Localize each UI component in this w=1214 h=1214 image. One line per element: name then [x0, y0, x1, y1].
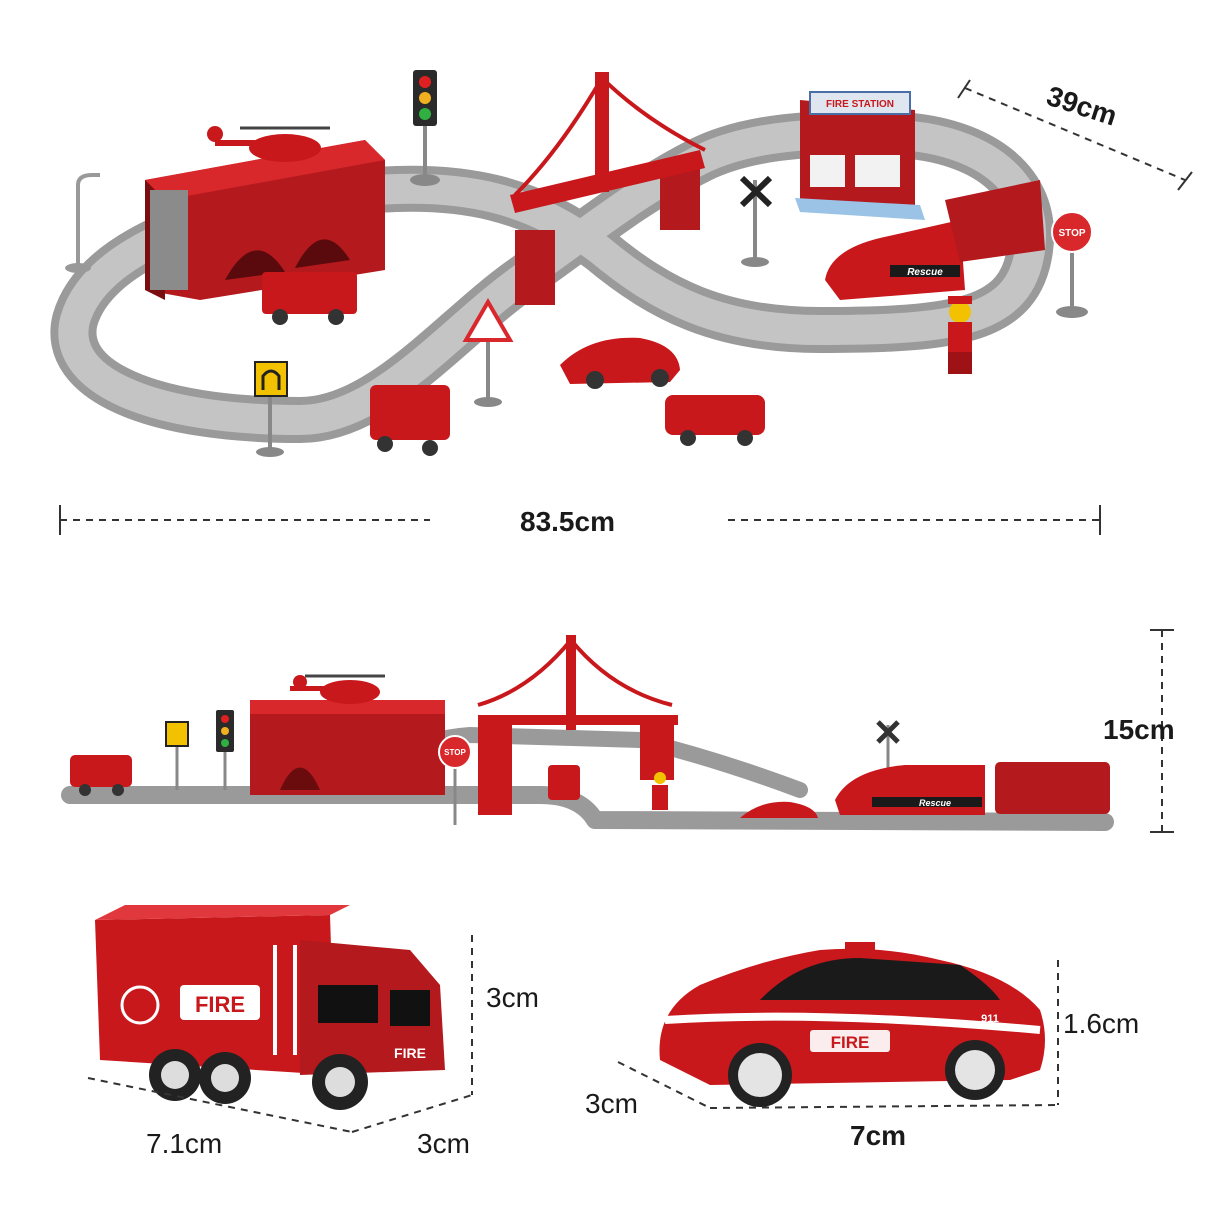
- fire-station: FIRE STATION: [795, 91, 925, 220]
- car-height-label: 1.6cm: [1063, 1008, 1140, 1039]
- stop-sign-top-label: STOP: [1058, 228, 1085, 239]
- train-side-label: Rescue: [919, 798, 951, 808]
- layout-width-label: 83.5cm: [520, 506, 615, 537]
- stop-sign-side: STOP: [438, 735, 472, 825]
- track-layout-top-view: FIRE STATION Rescue STOP: [50, 70, 1093, 457]
- car-width-label: 3cm: [585, 1088, 638, 1119]
- police-car-top: [560, 337, 680, 389]
- tunnel-sign-side: [165, 721, 189, 790]
- helicopter-side: [290, 674, 385, 704]
- fire-truck-dimension-lines: [87, 935, 473, 1133]
- train-top-label: Rescue: [907, 267, 943, 278]
- track-layout-side-view: STOP: [61, 635, 1114, 831]
- station-building-side: [250, 700, 445, 795]
- rescue-train-side: Rescue: [835, 762, 1110, 815]
- figure-side: [652, 772, 668, 810]
- car-side: [740, 801, 818, 818]
- stop-sign-side-label: STOP: [444, 748, 466, 757]
- stop-sign-top: STOP: [1051, 211, 1093, 318]
- small-truck-side: [548, 765, 580, 800]
- fire-car-detail: FIRE 911: [659, 942, 1045, 1107]
- traffic-light-top: [410, 70, 440, 186]
- ambulance-van-top: [370, 385, 450, 456]
- height-dimension-line: [1150, 629, 1174, 833]
- tunnel: [145, 140, 385, 300]
- crossing-sign-side: [876, 720, 900, 770]
- minivan-top: [665, 395, 765, 446]
- fire-truck-height-label: 3cm: [486, 982, 539, 1013]
- width-dimension-line: [59, 505, 1101, 535]
- traffic-light-side: [216, 710, 234, 790]
- street-lamp: [65, 173, 100, 273]
- van-side: [70, 755, 132, 796]
- car-length-label: 7cm: [850, 1120, 907, 1151]
- suspension-bridge-top: [510, 72, 706, 305]
- car-number-label: 911: [981, 1013, 999, 1025]
- suspension-bridge-side: [477, 635, 678, 815]
- fire-truck-fire-label: FIRE: [195, 992, 245, 1017]
- helicopter-top: [207, 126, 330, 162]
- fire-truck-fire-small-label: FIRE: [394, 1045, 426, 1061]
- railroad-crossing-sign: [739, 175, 773, 267]
- layout-height-label: 15cm: [1103, 714, 1175, 745]
- rescue-train-top: Rescue: [825, 180, 1045, 300]
- fire-truck-length-label: 7.1cm: [146, 1128, 223, 1159]
- fire-truck-detail: FIRE FIRE: [95, 905, 445, 1110]
- train-warning-sign: [462, 298, 514, 407]
- fire-truck-top: [262, 272, 357, 325]
- car-dimension-lines: [617, 960, 1059, 1109]
- depth-dimension-line: [957, 79, 1193, 191]
- tunnel-sign: [254, 361, 288, 457]
- car-fire-label: FIRE: [831, 1033, 870, 1052]
- fire-station-sign: FIRE STATION: [826, 99, 894, 110]
- firefighter-figure: [948, 296, 972, 374]
- fire-truck-width-label: 3cm: [417, 1128, 470, 1159]
